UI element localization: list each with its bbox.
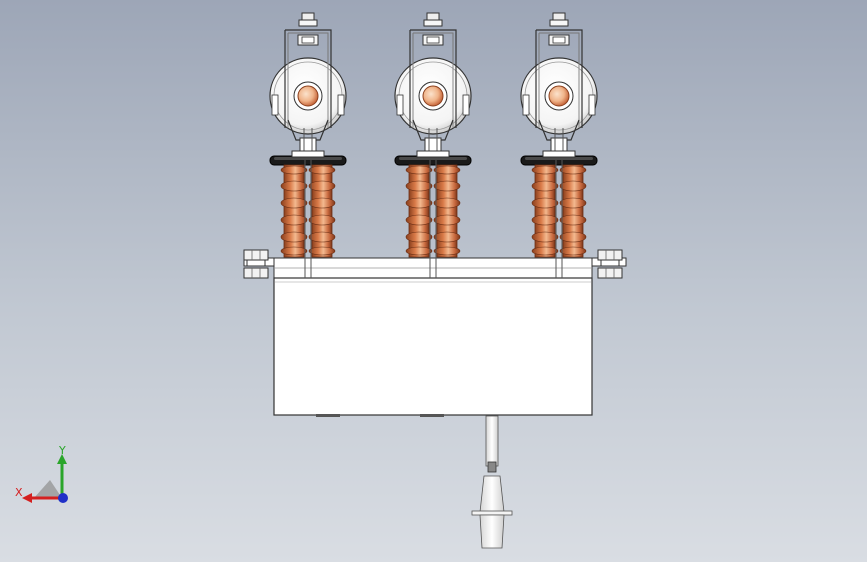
right-mounting-bolt bbox=[597, 249, 623, 279]
z-axis-dot bbox=[58, 493, 68, 503]
y-axis-arrow bbox=[57, 454, 67, 464]
pole-right bbox=[520, 12, 598, 279]
breaker-housing bbox=[273, 277, 593, 416]
operating-rod bbox=[471, 415, 513, 549]
left-mounting-bolt bbox=[243, 249, 269, 279]
triad-plane bbox=[34, 480, 62, 498]
pole-center bbox=[394, 12, 472, 279]
x-axis-arrow bbox=[22, 493, 32, 503]
coordinate-triad: Y X bbox=[15, 444, 68, 503]
y-axis-label: Y bbox=[58, 444, 66, 457]
x-axis-label: X bbox=[15, 486, 23, 499]
pole-left bbox=[269, 12, 347, 279]
